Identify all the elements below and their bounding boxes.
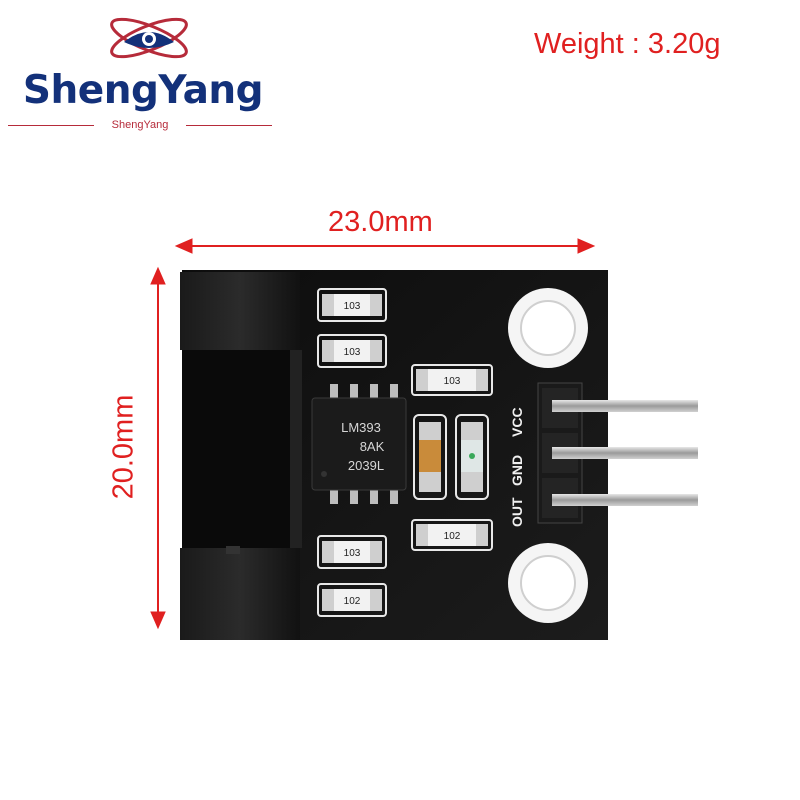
shengyang-logo: ShengYang ShengYang xyxy=(8,8,278,138)
lm393-chip: LM393 8AK 2039L xyxy=(311,384,407,504)
resistor-r5: 103 xyxy=(317,535,387,569)
header-pin xyxy=(552,447,698,459)
resistor-r6: 102 xyxy=(317,583,387,617)
resistor-code: 103 xyxy=(444,376,461,387)
ic-marking: 2039L xyxy=(348,458,384,473)
weight-label: Weight : 3.20g xyxy=(534,28,721,60)
resistor-code: 103 xyxy=(344,347,361,358)
header-pin xyxy=(552,400,698,412)
pin-label-vcc: VCC xyxy=(509,407,525,437)
resistor-r3: 103 xyxy=(411,364,493,396)
brand-divider xyxy=(8,125,272,127)
resistor-r4: 102 xyxy=(411,519,493,551)
resistor-r2: 103 xyxy=(317,334,387,368)
smd-capacitor xyxy=(413,414,447,500)
mounting-hole xyxy=(508,543,588,623)
smd-led xyxy=(455,414,489,500)
width-dimension-label: 23.0mm xyxy=(328,206,433,238)
resistor-r1: 103 xyxy=(317,288,387,322)
pin-labels: OUT GND VCC xyxy=(509,407,525,527)
resistor-code: 103 xyxy=(344,548,361,559)
optical-slot-sensor xyxy=(180,272,302,640)
resistor-code: 103 xyxy=(344,301,361,312)
resistor-code: 102 xyxy=(344,596,361,607)
ic-marking: LM393 xyxy=(341,420,381,435)
sensor-module-board: 103 103 103 102 103 102 xyxy=(180,270,698,640)
brand-tagline: ShengYang xyxy=(111,119,169,131)
ic-marking: 8AK xyxy=(360,439,385,454)
pin-header xyxy=(537,382,698,524)
header-pin xyxy=(552,494,698,506)
resistor-code: 102 xyxy=(444,531,461,542)
pin-label-gnd: GND xyxy=(509,455,525,486)
brand-name: ShengYang xyxy=(22,68,264,113)
mounting-hole xyxy=(508,288,588,368)
height-dimension-label: 20.0mm xyxy=(107,394,140,500)
pin-label-out: OUT xyxy=(509,497,525,527)
eye-logo-icon xyxy=(110,17,188,59)
